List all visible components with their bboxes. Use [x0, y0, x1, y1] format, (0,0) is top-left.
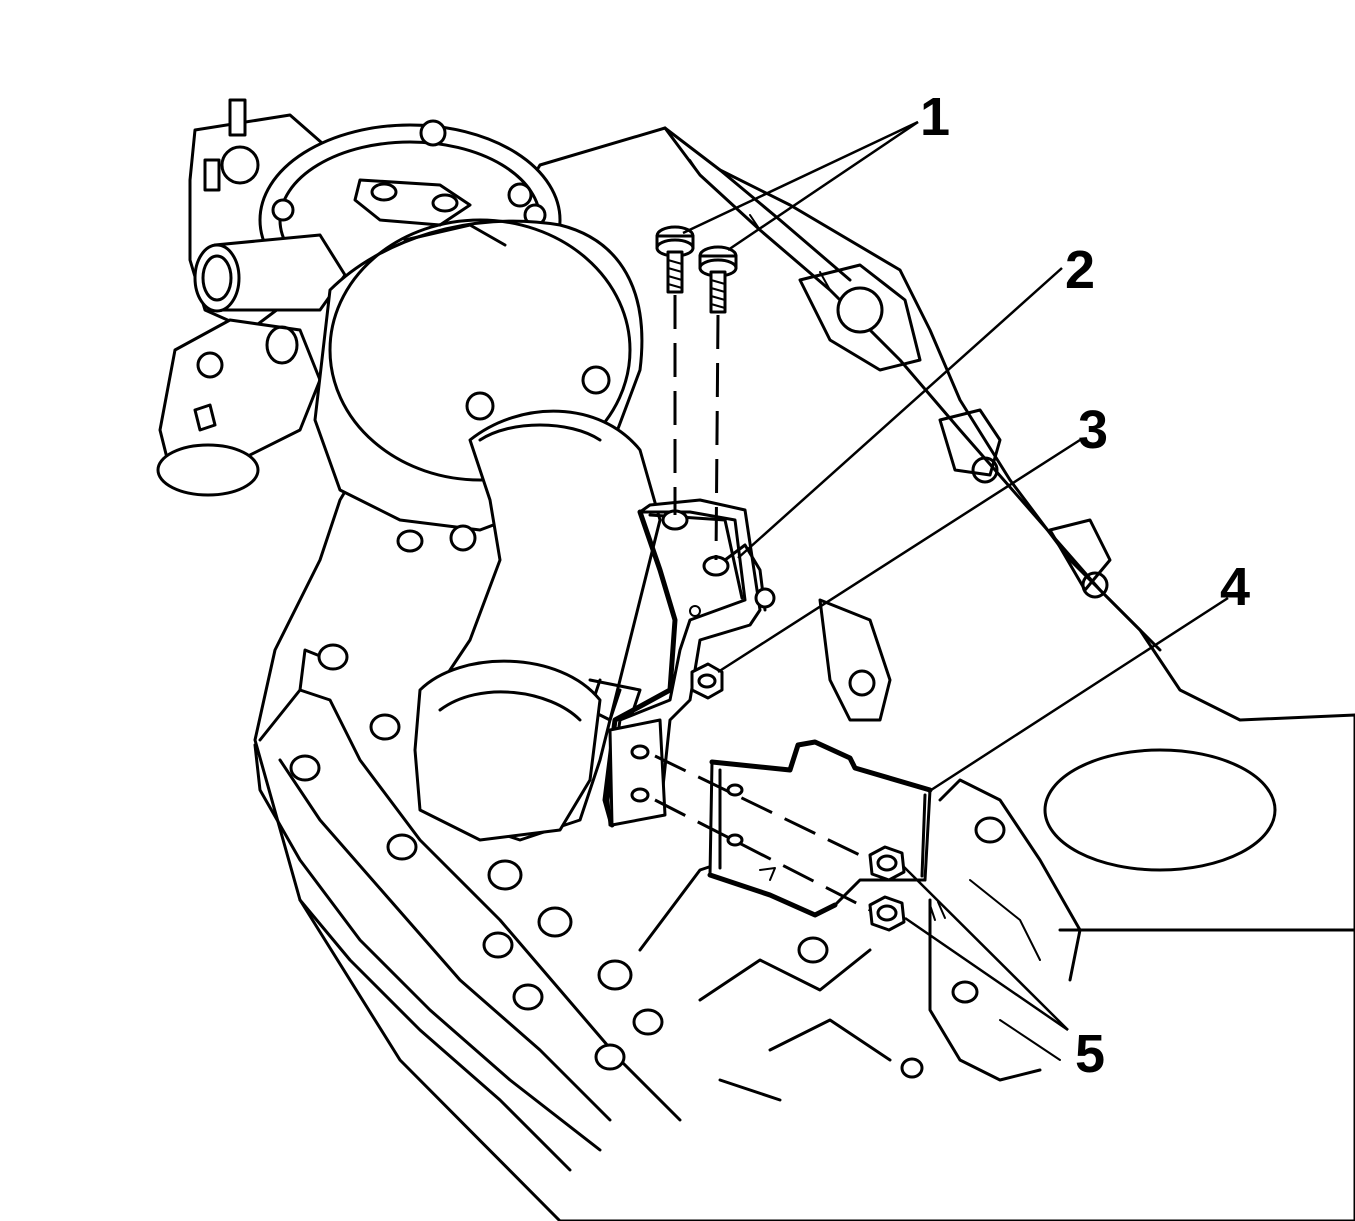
nut-upper — [868, 845, 906, 882]
callout-5: 5 — [1075, 1024, 1105, 1084]
bolt-b — [698, 245, 738, 314]
callout-3: 3 — [1078, 400, 1108, 460]
shield-nuts — [654, 754, 946, 932]
callout-4: 4 — [1220, 557, 1250, 617]
block-bosses — [289, 529, 1006, 1079]
bracket-bolts — [655, 225, 738, 561]
bracket-nut — [690, 662, 724, 700]
callout-2: 2 — [1065, 240, 1095, 300]
callout-labels: 1 2 3 4 5 — [920, 87, 1250, 1084]
turbo-support-bracket — [602, 498, 776, 828]
turbocharger — [156, 98, 662, 842]
nut-lower — [868, 895, 906, 932]
callout-1: 1 — [920, 87, 950, 147]
leader-lines — [682, 120, 1229, 1032]
